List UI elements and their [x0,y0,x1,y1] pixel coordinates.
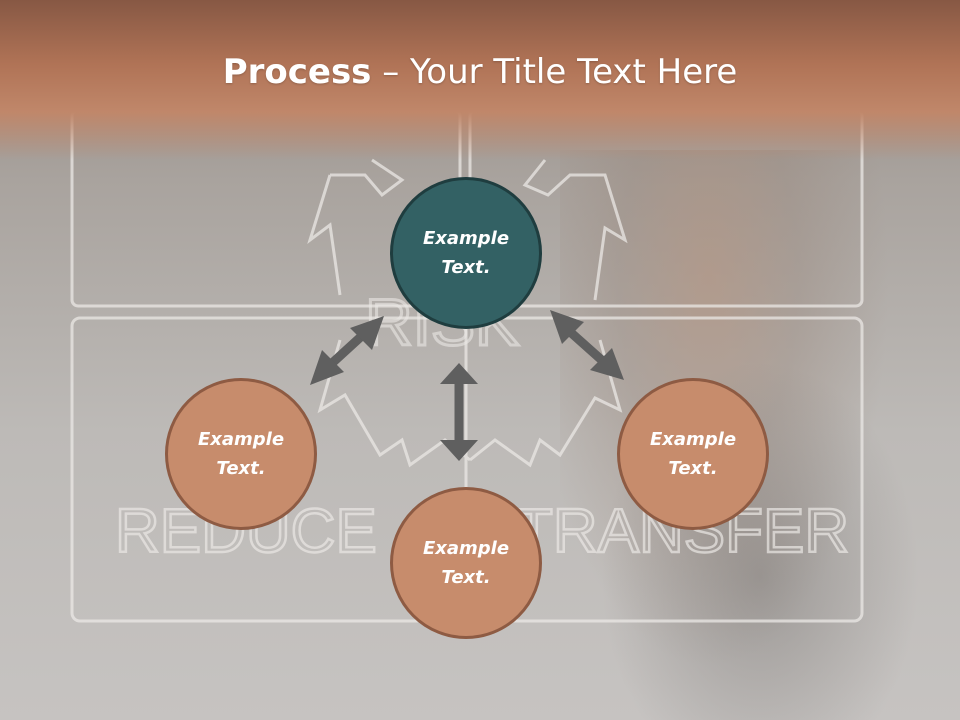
arrow-center-bottom [440,363,478,461]
slide-title: Process – Your Title Text Here [0,52,960,92]
left-circle: Example Text. [165,378,317,530]
title-bar [0,0,960,160]
center-circle: Example Text. [390,177,542,329]
arrow-center-left [310,316,384,385]
right-circle-text: Example Text. [649,429,737,479]
left-circle-text: Example Text. [197,429,285,479]
arrow-center-right [550,310,624,380]
bottom-circle: Example Text. [390,487,542,639]
title-bold: Process [222,52,372,92]
board-arrow-cycle [307,158,628,468]
title-rest: – Your Title Text Here [371,52,738,92]
center-circle-text: Example Text. [422,228,510,278]
bottom-circle-text: Example Text. [422,538,510,588]
right-circle: Example Text. [617,378,769,530]
